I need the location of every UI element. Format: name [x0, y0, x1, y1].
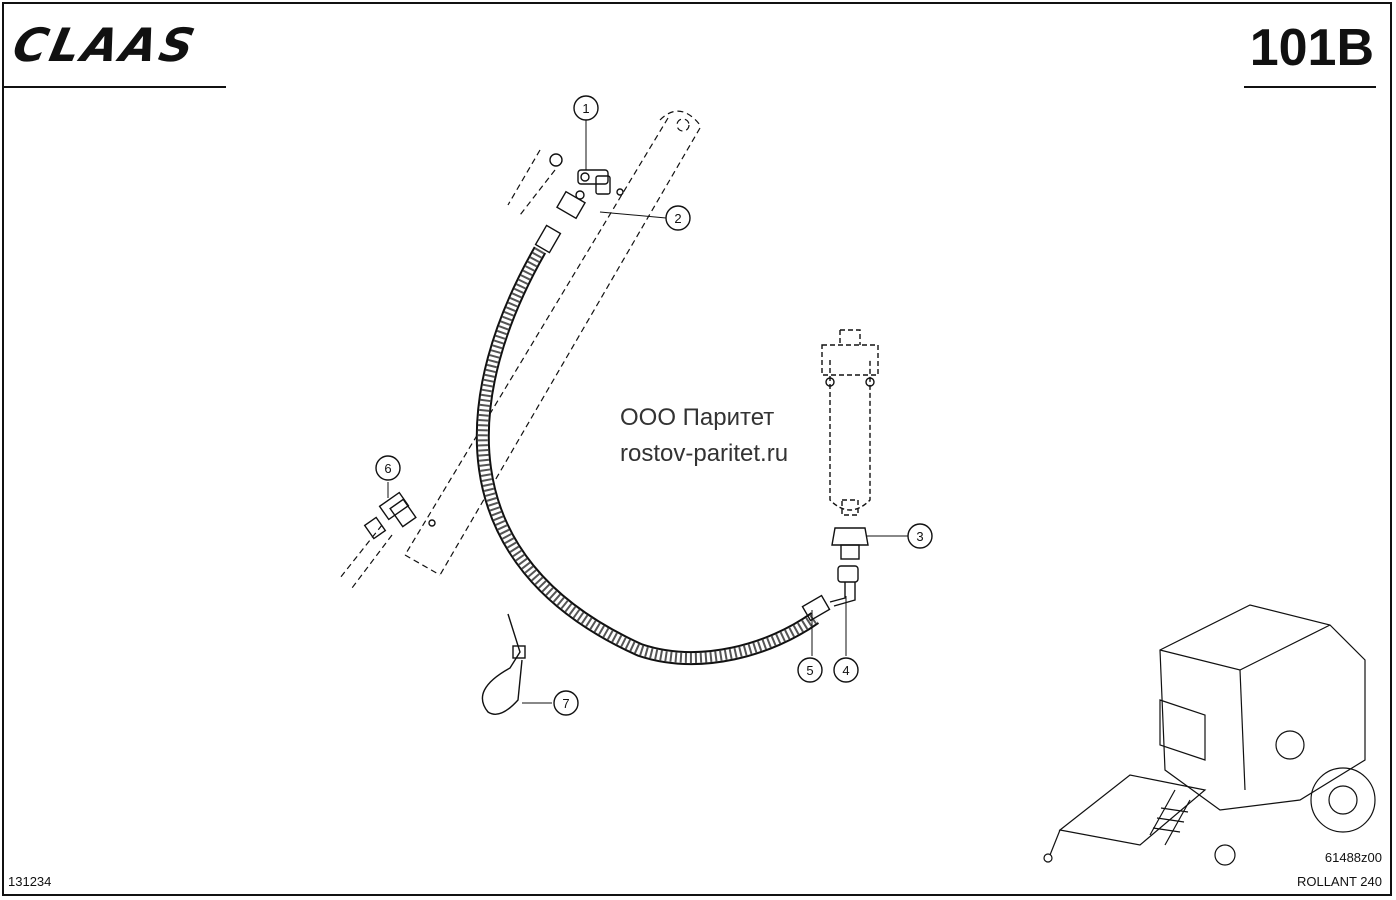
callout-circle-1: [573, 95, 599, 121]
callout-label-2: 2: [674, 211, 681, 226]
accumulator-cylinder: [821, 329, 879, 516]
callout-markers: [375, 95, 933, 716]
callout-label-7: 7: [562, 696, 569, 711]
document-number: 131234: [8, 874, 52, 889]
callout-circle-7: [553, 690, 579, 716]
watermark-company: ООО Паритет: [620, 404, 775, 431]
callout-circle-2: [665, 205, 691, 231]
callout-label-3: 3: [916, 529, 923, 544]
hose-nut-part-2: [556, 190, 586, 220]
baler-thumbnail: [1043, 604, 1376, 866]
callout-circle-5: [797, 657, 823, 683]
cable-tie-part-7: [481, 613, 526, 715]
hydraulic-hose: [475, 246, 820, 665]
leader-lines: [387, 120, 908, 704]
callout-circle-3: [907, 523, 933, 549]
accumulator-adapter-part-3: [831, 527, 869, 560]
figure-number: 61488z00: [1324, 850, 1382, 865]
elbow-union-part-6: [363, 491, 417, 540]
watermark: ООО Паритет rostov-paritet.ru: [620, 400, 788, 472]
model-name: ROLLANT 240: [1296, 874, 1382, 889]
callout-circle-6: [375, 455, 401, 481]
callout-label-1: 1: [582, 101, 589, 116]
header-rule-left: [4, 86, 226, 88]
watermark-url: rostov-paritet.ru: [620, 440, 789, 467]
elbow-fitting-part-4: [829, 565, 859, 607]
header-rule-right: [1244, 86, 1376, 88]
callout-label-5: 5: [806, 663, 813, 678]
callout-label-6: 6: [384, 461, 391, 476]
hydraulic-cylinder-outline: [339, 110, 701, 589]
tee-fitting-part-1: [549, 153, 611, 195]
callout-label-4: 4: [842, 663, 849, 678]
callout-circle-4: [833, 657, 859, 683]
sheet-number: 101B: [1249, 19, 1374, 77]
